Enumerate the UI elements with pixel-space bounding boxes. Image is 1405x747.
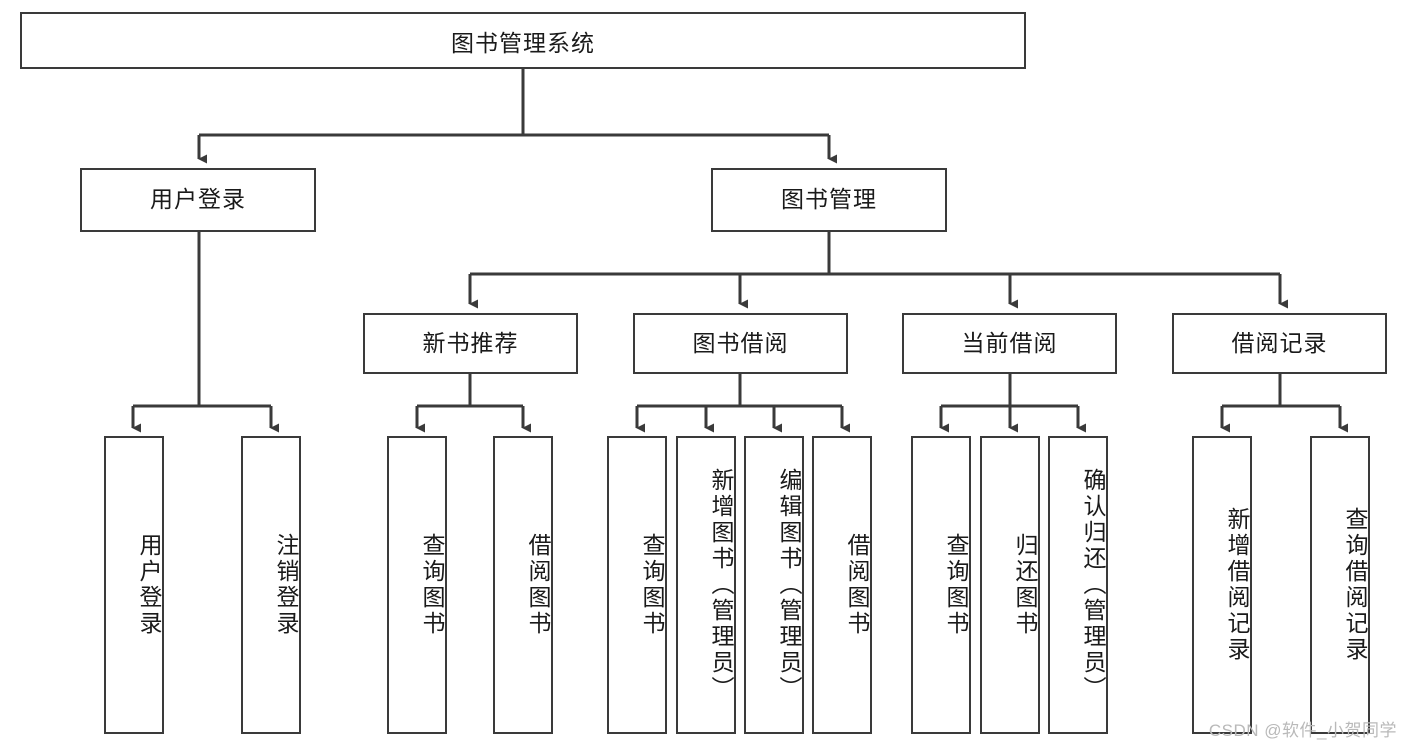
node-label: 确认归还（管理员）: [1080, 468, 1106, 702]
node-new-book-recommend[interactable]: 新书推荐: [363, 313, 578, 374]
leaf-user-login-login[interactable]: 用户登录: [104, 436, 164, 734]
node-root-system[interactable]: 图书管理系统: [20, 12, 1026, 69]
leaf-current-borrow-query[interactable]: 查询图书: [911, 436, 971, 734]
node-label: 图书管理系统: [451, 29, 595, 56]
watermark: CSDN @软件_小贺同学: [1208, 721, 1397, 740]
node-label: 新书推荐: [422, 329, 519, 356]
node-label: 归还图书: [1012, 533, 1038, 637]
leaf-user-login-logout[interactable]: 注销登录: [241, 436, 301, 734]
node-label: 查询图书: [943, 533, 969, 637]
node-book-management[interactable]: 图书管理: [711, 168, 947, 232]
node-label: 借阅图书: [525, 533, 551, 637]
node-book-borrow[interactable]: 图书借阅: [633, 313, 848, 374]
node-label: 新增图书（管理员）: [708, 468, 734, 702]
leaf-borrow-record-add[interactable]: 新增借阅记录: [1192, 436, 1252, 734]
leaf-book-borrow-query[interactable]: 查询图书: [607, 436, 667, 734]
node-label: 借阅图书: [844, 533, 870, 637]
node-label: 注销登录: [273, 533, 299, 637]
node-user-login[interactable]: 用户登录: [80, 168, 316, 232]
node-label: 新增借阅记录: [1224, 507, 1250, 663]
node-current-borrow[interactable]: 当前借阅: [902, 313, 1117, 374]
leaf-current-borrow-return[interactable]: 归还图书: [980, 436, 1040, 734]
leaf-current-borrow-confirm-return[interactable]: 确认归还（管理员）: [1048, 436, 1108, 734]
node-label: 图书借阅: [692, 329, 789, 356]
node-borrow-record[interactable]: 借阅记录: [1172, 313, 1387, 374]
node-label: 借阅记录: [1231, 329, 1328, 356]
node-label: 查询图书: [419, 533, 445, 637]
leaf-book-borrow-borrow[interactable]: 借阅图书: [812, 436, 872, 734]
node-label: 查询借阅记录: [1342, 507, 1368, 663]
node-label: 用户登录: [150, 186, 246, 213]
node-label: 图书管理: [781, 186, 877, 213]
node-label: 编辑图书（管理员）: [776, 468, 802, 702]
node-label: 用户登录: [136, 533, 162, 637]
node-label: 当前借阅: [961, 329, 1058, 356]
node-label: 查询图书: [639, 533, 665, 637]
leaf-borrow-record-query[interactable]: 查询借阅记录: [1310, 436, 1370, 734]
leaf-book-borrow-add[interactable]: 新增图书（管理员）: [676, 436, 736, 734]
leaf-new-book-borrow[interactable]: 借阅图书: [493, 436, 553, 734]
leaf-new-book-query[interactable]: 查询图书: [387, 436, 447, 734]
leaf-book-borrow-edit[interactable]: 编辑图书（管理员）: [744, 436, 804, 734]
